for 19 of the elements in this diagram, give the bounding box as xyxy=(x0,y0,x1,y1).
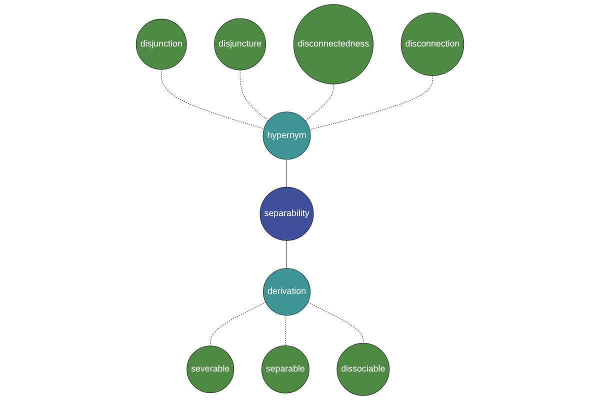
connector xyxy=(309,75,433,130)
node-circle: derivation xyxy=(263,268,311,316)
connector xyxy=(286,159,288,188)
node-circle: separable xyxy=(261,345,310,394)
connector xyxy=(210,302,266,346)
node-circle: separability xyxy=(260,186,314,241)
connector xyxy=(286,240,288,269)
connector xyxy=(285,315,286,346)
node-circle: hypernym xyxy=(262,112,311,160)
connector xyxy=(240,70,269,122)
node-circle: disjuncture xyxy=(214,18,266,70)
node-circle: disconnectedness xyxy=(293,4,374,84)
node-circle: disjunction xyxy=(136,18,187,70)
node-circle: dissociable xyxy=(336,342,390,396)
connector xyxy=(308,302,364,344)
connector xyxy=(161,69,264,130)
connector xyxy=(304,84,334,122)
node-circle: disconnection xyxy=(400,12,464,76)
node-circle: severable xyxy=(186,346,234,394)
